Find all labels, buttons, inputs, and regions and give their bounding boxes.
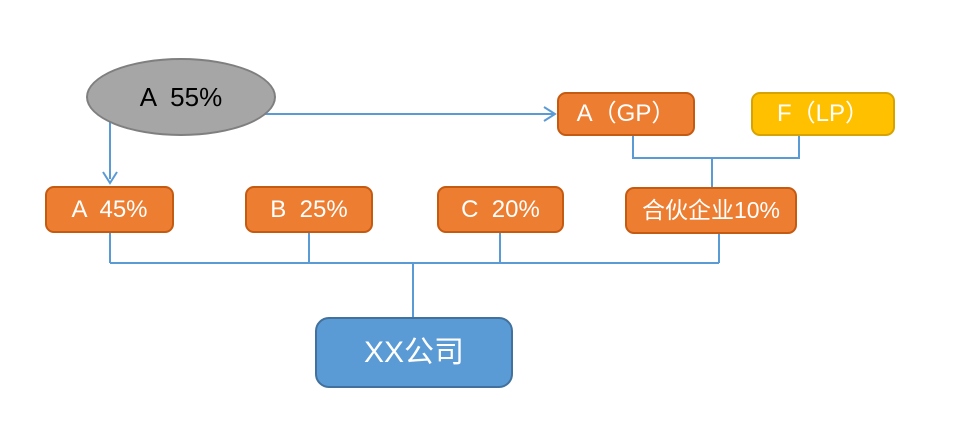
node-c-20-box: C 20% xyxy=(437,186,564,233)
edge-gp-lp-junction xyxy=(632,136,800,159)
node-a-45-label: A 45% xyxy=(71,195,148,223)
edge-a55-to-a45-arrowhead xyxy=(102,171,118,185)
node-a-55-label: A 55% xyxy=(139,82,223,112)
node-a-gp-box: A（GP） xyxy=(557,92,695,136)
node-c-20-label: C 20% xyxy=(461,195,540,223)
node-partnership-box: 合伙企业10% xyxy=(625,187,797,234)
edge-a55-to-gp-arrowhead xyxy=(543,106,557,122)
node-a-gp-label: A（GP） xyxy=(576,100,676,127)
node-company-box: XX公司 xyxy=(315,317,513,388)
node-b-25-label: B 25% xyxy=(270,195,348,223)
node-f-lp-box: F（LP） xyxy=(751,92,895,136)
node-a-55-ellipse: A 55% xyxy=(86,58,276,136)
node-partnership-label: 合伙企业10% xyxy=(641,197,781,223)
node-a-45-box: A 45% xyxy=(45,186,174,233)
node-company-label: XX公司 xyxy=(363,335,465,369)
node-b-25-box: B 25% xyxy=(245,186,373,233)
node-f-lp-label: F（LP） xyxy=(776,100,869,127)
